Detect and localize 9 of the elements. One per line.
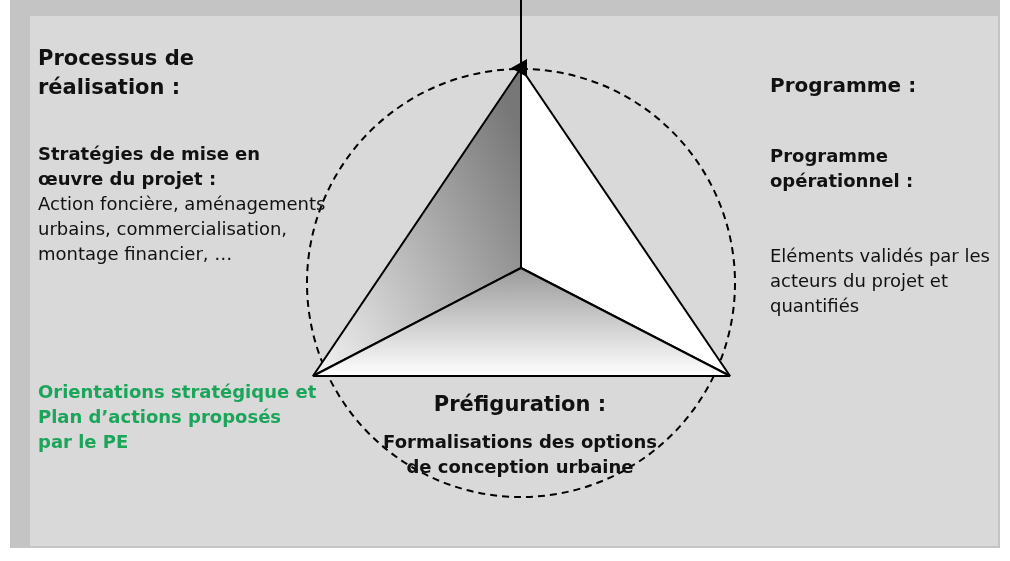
subheading-text: Stratégies de mise en œuvre du projet : bbox=[38, 142, 262, 191]
description-text: Formalisations des options de conception urbaine bbox=[382, 430, 658, 479]
description-text: Action foncière, aménagements urbains, commercialisation, montage financier, … bbox=[38, 192, 327, 266]
heading-text: Préfiguration : bbox=[432, 391, 608, 418]
description-text: Eléments validés par les acteurs du projet et quantifiés bbox=[770, 244, 991, 318]
heading-text: Processus de réalisation : bbox=[38, 45, 195, 101]
subheading-text: Programme opérationnel : bbox=[770, 144, 915, 193]
note-text: Orientations stratégique et Plan d’actions proposés par le PE bbox=[38, 380, 318, 454]
heading-text: Programme : bbox=[770, 72, 918, 99]
